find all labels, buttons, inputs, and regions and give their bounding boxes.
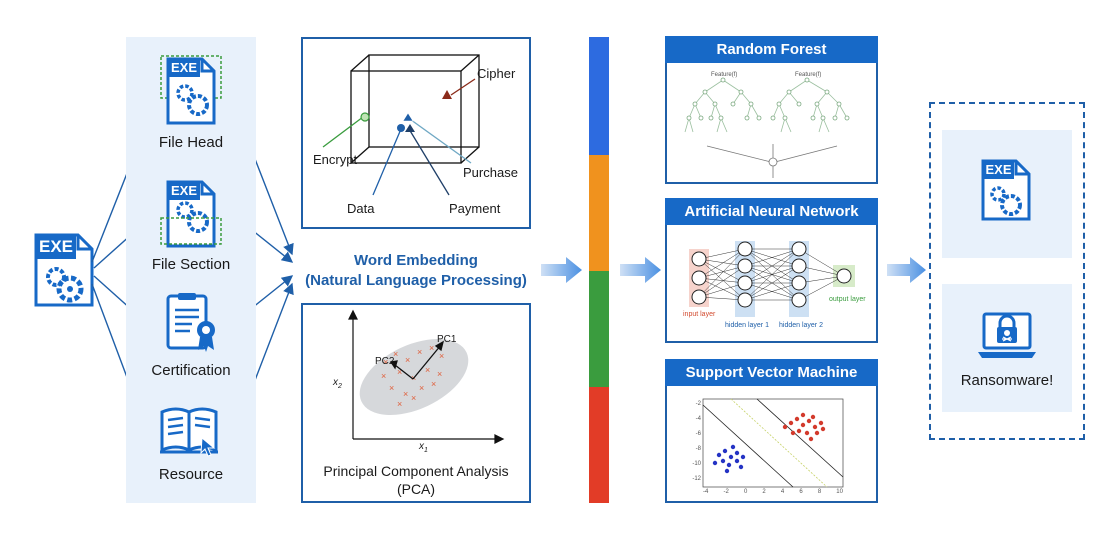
- x2-label-text: x: [333, 377, 338, 388]
- svm-y-tick: -4: [695, 416, 701, 422]
- svg-text:×: ×: [389, 383, 394, 393]
- svg-text:×: ×: [431, 379, 436, 389]
- rf-feature-label-left: Feature(f): [711, 72, 738, 78]
- bar-segment-blue: [589, 37, 609, 155]
- source-exe-icon: EXE: [34, 233, 94, 307]
- svg-text:×: ×: [439, 351, 444, 361]
- exe-label: EXE: [985, 162, 1012, 177]
- svg-text:×: ×: [397, 399, 402, 409]
- random-forest-title: Random Forest: [665, 36, 878, 63]
- neural-network-box: Artificial Neural Network input layer hi…: [665, 198, 878, 343]
- svm-y-tick: -6: [695, 431, 701, 437]
- word-embedding-title: Word Embedding (Natural Language Process…: [296, 251, 536, 291]
- svm-x-tick: 6: [799, 489, 803, 495]
- pc2-label: PC2: [375, 356, 395, 367]
- x2-label-sub: 2: [338, 383, 342, 390]
- file-head-label: File Head: [158, 134, 224, 151]
- svm-y-tick: -12: [692, 476, 701, 482]
- pca-caption-line1: Principal Component Analysis: [323, 463, 509, 479]
- pca-box: ××× ××× ××× ××× ××× ×× PC1 PC2 x2 x1 Pri…: [301, 303, 531, 503]
- exe-label: EXE: [170, 183, 197, 198]
- encrypt-label: Encrypt: [313, 152, 358, 167]
- output-layer-label: output layer: [829, 296, 866, 303]
- svm-title: Support Vector Machine: [665, 359, 878, 386]
- svg-text:×: ×: [425, 365, 430, 375]
- input-layer-label: input layer: [683, 311, 716, 318]
- neural-network-title: Artificial Neural Network: [665, 198, 878, 225]
- result-exe-icon: EXE: [980, 158, 1032, 222]
- svm-x-tick: 4: [780, 489, 785, 495]
- svm-box: Support Vector Machine -2 -4 -6 -8 -10 -…: [665, 359, 878, 503]
- result-exe-panel: EXE: [942, 130, 1072, 258]
- cipher-label: Cipher: [477, 66, 516, 81]
- exe-label: EXE: [170, 60, 197, 75]
- result-dashed-box: [929, 102, 1085, 440]
- svg-text:×: ×: [381, 371, 386, 381]
- certificate-icon: [164, 292, 220, 354]
- word-vector-space-box: Cipher Encrypt Purchase Data Payment: [301, 37, 531, 229]
- certification-label: Certification: [151, 362, 231, 379]
- pc1-label: PC1: [437, 334, 457, 345]
- svm-x-tick: 0: [743, 489, 748, 495]
- word-embedding-title-line1: Word Embedding: [354, 252, 478, 269]
- book-icon: [158, 404, 220, 460]
- laptop-lock-icon: [976, 310, 1038, 362]
- word-embedding-title-line2: (Natural Language Processing): [305, 272, 527, 289]
- rf-feature-label-right: Feature(f): [795, 72, 822, 78]
- purchase-label: Purchase: [463, 165, 518, 180]
- bar-segment-red: [589, 387, 609, 503]
- svg-text:×: ×: [437, 369, 442, 379]
- pca-caption: Principal Component Analysis (PCA): [303, 462, 529, 498]
- svm-y-ticks: -2 -4 -6 -8 -10 -12: [687, 397, 701, 487]
- svm-y-tick: -2: [695, 401, 701, 407]
- feature-vector-bar: [589, 37, 609, 503]
- x1-label-sub: 1: [424, 447, 428, 454]
- x2-axis-label: x2: [333, 377, 342, 390]
- file-head-icon: EXE: [160, 55, 222, 127]
- svg-text:×: ×: [397, 367, 402, 377]
- result-ransomware-panel: Ransomware!: [942, 284, 1072, 412]
- bar-segment-orange: [589, 155, 609, 271]
- svm-x-tick: 2: [762, 489, 766, 495]
- x1-axis-label: x1: [419, 441, 428, 454]
- svm-x-tick: -2: [723, 489, 729, 495]
- data-label: Data: [347, 201, 375, 216]
- svm-x-tick: 10: [836, 489, 843, 495]
- svm-x-tick: -4: [703, 489, 709, 495]
- ransomware-label: Ransomware!: [960, 372, 1054, 389]
- svg-text:×: ×: [429, 343, 434, 353]
- svg-text:×: ×: [383, 357, 388, 367]
- x1-label-text: x: [419, 441, 424, 452]
- file-section-label: File Section: [151, 256, 231, 273]
- exe-label: EXE: [38, 237, 74, 256]
- svg-text:×: ×: [411, 393, 416, 403]
- random-forest-box: Random Forest: [665, 36, 878, 184]
- hidden-layer-2-label: hidden layer 2: [779, 322, 823, 329]
- hidden-layer-1-label: hidden layer 1: [725, 322, 769, 329]
- svm-y-tick: -8: [695, 446, 701, 452]
- file-section-icon: EXE: [160, 178, 222, 250]
- svg-text:×: ×: [403, 389, 408, 399]
- payment-label: Payment: [449, 201, 501, 216]
- resource-label: Resource: [158, 466, 224, 483]
- svg-text:×: ×: [405, 355, 410, 365]
- svm-x-ticks: -4 -2 0 2 4 6 8 10: [703, 489, 843, 495]
- svg-text:×: ×: [417, 347, 422, 357]
- svm-y-tick: -10: [692, 461, 701, 467]
- svg-text:×: ×: [419, 383, 424, 393]
- svg-text:×: ×: [393, 349, 398, 359]
- bar-segment-green: [589, 271, 609, 387]
- svm-x-tick: 8: [817, 489, 822, 495]
- pca-caption-line2: (PCA): [396, 481, 436, 497]
